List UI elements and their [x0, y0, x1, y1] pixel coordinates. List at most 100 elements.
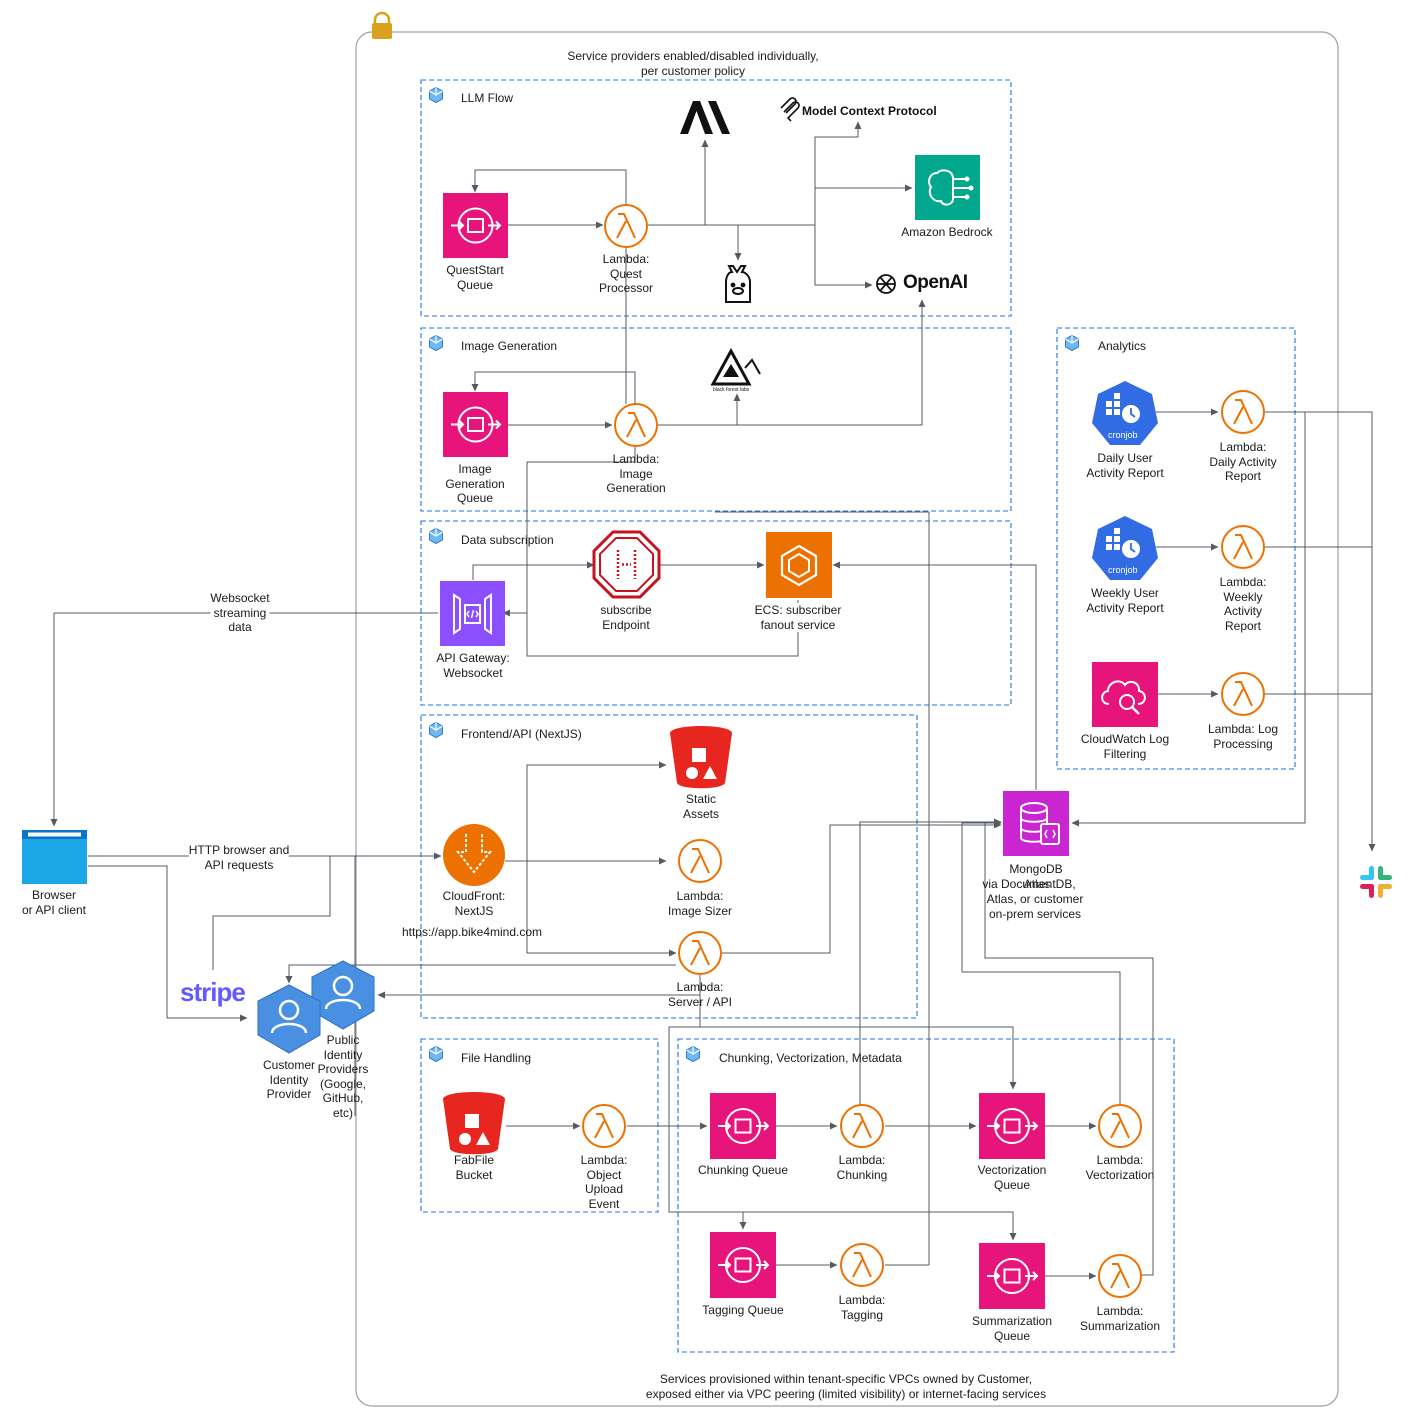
- bfl-label: black forest labs: [713, 387, 750, 393]
- openai-logo: [876, 274, 896, 294]
- mcp-logo: [780, 97, 800, 122]
- summarization-queue-label: Summarization Queue: [971, 1314, 1053, 1343]
- mcp-label: Model Context Protocol: [802, 104, 937, 118]
- queue-icon: [443, 392, 508, 457]
- lambda-icon: [840, 1104, 884, 1148]
- mongodb-icon: [1003, 791, 1069, 856]
- vpc-frame: [355, 31, 1339, 1407]
- group-label-llm-flow: LLM Flow: [461, 91, 514, 105]
- group-label-data-subscription: Data subscription: [461, 533, 554, 547]
- chunking-queue-label: Chunking Queue: [697, 1163, 789, 1177]
- vpc-group-icon: [428, 721, 444, 739]
- lambda-icon: [1098, 1104, 1142, 1148]
- lambda-icon: [1221, 672, 1265, 716]
- daily-report-cron-label: Daily User Activity Report: [1086, 451, 1164, 480]
- vpc-group-icon: [1064, 334, 1080, 352]
- mongodb-atlas-label: Atlas, or customer on-prem services: [986, 892, 1084, 921]
- customer-identity-provider-icon: [257, 984, 321, 1054]
- group-chunking: [677, 1038, 1175, 1353]
- websocket-edge-label: Websocket streaming data: [210, 591, 270, 635]
- queue-icon: [710, 1232, 776, 1298]
- vpc-group-icon: [428, 86, 444, 104]
- vpc-provisioning-note: Services provisioned within tenant-speci…: [645, 1372, 1047, 1401]
- queststart-queue-label: QuestStart Queue: [446, 263, 504, 292]
- group-label-chunking: Chunking, Vectorization, Metadata: [719, 1051, 902, 1065]
- group-llm-flow: [420, 79, 1012, 317]
- cronjob-icon: [1092, 516, 1158, 580]
- amazon-bedrock-label: Amazon Bedrock: [901, 225, 993, 239]
- group-label-file-handling: File Handling: [461, 1051, 532, 1065]
- http-edge-label: HTTP browser and API requests: [188, 843, 290, 872]
- api-gateway-label: API Gateway: Websocket: [436, 651, 510, 680]
- lambda-weekly-report-label: Lambda: Weekly Activity Report: [1219, 575, 1267, 633]
- openai-label: OpenAI: [903, 272, 968, 293]
- queue-icon: [710, 1093, 776, 1159]
- vpc-group-icon: [685, 1045, 701, 1063]
- ecs-icon: [766, 532, 832, 598]
- group-label-frontend-api: Frontend/API (NextJS): [461, 727, 582, 741]
- queue-icon: [979, 1093, 1045, 1159]
- lambda-icon: [1221, 525, 1265, 569]
- stripe-logo: stripe: [180, 977, 246, 1007]
- black-forest-labs-logo: [710, 347, 761, 386]
- group-analytics: [1056, 327, 1296, 770]
- image-generation-queue-label: Image Generation Queue: [445, 462, 505, 505]
- tagging-queue-label: Tagging Queue: [702, 1303, 784, 1317]
- public-identity-provider-icon: [311, 960, 375, 1030]
- vpc-group-icon: [428, 1045, 444, 1063]
- anthropic-logo: [680, 101, 730, 134]
- lambda-vectorization-label: Lambda: Vectorization: [1085, 1153, 1155, 1182]
- lambda-server-api-label: Lambda: Server / API: [667, 980, 733, 1009]
- slack-icon: [1360, 866, 1392, 898]
- vpc-group-icon: [428, 334, 444, 352]
- lambda-icon: [678, 931, 722, 975]
- provider-policy-note: Service providers enabled/disabled indiv…: [567, 49, 819, 78]
- cloudwatch-log-label: CloudWatch Log Filtering: [1080, 732, 1170, 761]
- lambda-icon: [604, 204, 648, 248]
- lambda-summarization-label: Lambda: Summarization: [1079, 1304, 1161, 1333]
- cronjob-icon: [1092, 381, 1158, 445]
- cloudfront-icon: [443, 824, 505, 886]
- lambda-icon: [1098, 1254, 1142, 1298]
- lambda-icon: [1221, 390, 1265, 434]
- lambda-tagging-label: Lambda: Tagging: [838, 1293, 886, 1322]
- lambda-quest-processor-label: Lambda: Quest Processor: [598, 252, 654, 295]
- connectors: [50, 121, 1376, 1280]
- subscribe-endpoint-label: subscribe Endpoint: [600, 603, 652, 632]
- fabfile-bucket-label: FabFile Bucket: [453, 1153, 495, 1182]
- mongodb-label: MongoDB: [1009, 862, 1063, 876]
- static-assets-bucket-icon: [670, 726, 732, 789]
- fabfile-bucket-icon: [443, 1092, 505, 1155]
- browser-label: Browser or API client: [21, 888, 87, 917]
- queue-icon: [979, 1243, 1045, 1309]
- cloudwatch-icon: [1092, 662, 1158, 727]
- lambda-object-upload-label: Lambda: Object Upload Event: [580, 1153, 628, 1211]
- cronjob-label: cronjob: [1108, 430, 1138, 440]
- cronjob-label: cronjob: [1108, 565, 1138, 575]
- group-label-image-generation: Image Generation: [461, 339, 558, 353]
- vectorization-queue-label: Vectorization Queue: [977, 1163, 1047, 1192]
- mongodb-atlas-overlap-label: Atlas: [1023, 877, 1051, 891]
- weekly-report-cron-label: Weekly User Activity Report: [1086, 586, 1164, 615]
- public-idp-label: Public Identity Providers (Google, GitHu…: [317, 1033, 369, 1120]
- queue-icon: [443, 193, 508, 258]
- lambda-icon: [582, 1104, 626, 1148]
- lock-icon: [372, 11, 392, 39]
- app-url: https://app.bike4mind.com: [401, 925, 543, 939]
- vpc-group-icon: [428, 527, 444, 545]
- lambda-icon: [614, 403, 658, 447]
- group-image-generation: [420, 327, 1012, 512]
- group-frontend-api: [420, 714, 918, 1019]
- api-gateway-icon: [440, 581, 505, 646]
- static-assets-label: Static Assets: [682, 792, 720, 821]
- lambda-image-generation-label: Lambda: Image Generation: [606, 452, 666, 495]
- ollama-icon: [725, 265, 751, 303]
- cloudfront-label: CloudFront: NextJS: [442, 889, 506, 918]
- customer-idp-label: Customer Identity Provider: [262, 1058, 316, 1101]
- lambda-icon: [678, 839, 722, 883]
- group-label-analytics: Analytics: [1098, 339, 1147, 353]
- ecs-fanout-label: ECS: subscriber fanout service: [754, 603, 842, 632]
- lambda-chunking-label: Lambda: Chunking: [836, 1153, 888, 1182]
